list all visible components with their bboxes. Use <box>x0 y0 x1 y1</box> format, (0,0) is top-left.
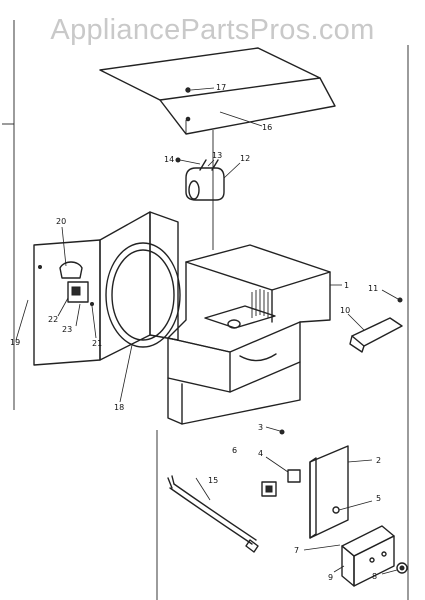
callout-19: 19 <box>10 338 20 347</box>
screw-16a <box>185 116 191 122</box>
blower-ring-18 <box>105 242 181 348</box>
callout-20: 20 <box>56 217 66 226</box>
callout-12: 12 <box>240 154 250 163</box>
callout-18: 18 <box>114 403 124 412</box>
screw-21 <box>90 302 94 306</box>
leader-20 <box>61 226 67 267</box>
leader-13 <box>207 159 215 167</box>
main-housing <box>167 244 331 425</box>
leader-23 <box>75 303 81 327</box>
callout-2: 2 <box>376 456 381 465</box>
callout-11: 11 <box>368 284 378 293</box>
leader-18 <box>119 344 133 403</box>
callout-15: 15 <box>208 476 218 485</box>
callout-5: 5 <box>376 494 381 503</box>
switch-4 <box>265 456 301 483</box>
callout-4: 4 <box>258 449 263 458</box>
bracket-10 <box>349 317 403 353</box>
callout-17: 17 <box>216 83 226 92</box>
callout-6: 6 <box>232 446 237 455</box>
blower-vents <box>251 289 269 318</box>
callout-14: 14 <box>164 155 174 164</box>
callout-13: 13 <box>212 151 222 160</box>
screw-3 <box>265 426 285 435</box>
screw-19 <box>38 265 42 269</box>
callout-23: 23 <box>62 325 72 334</box>
callout-21: 21 <box>92 339 102 348</box>
clip-20 <box>59 261 83 279</box>
callout-8: 8 <box>372 572 377 581</box>
screw-11 <box>381 289 403 303</box>
callout-10: 10 <box>340 306 350 315</box>
leader-16 <box>219 111 263 127</box>
callout-16: 16 <box>262 123 272 132</box>
leader-19 <box>15 299 29 341</box>
callout-22: 22 <box>48 315 58 324</box>
control-bracket-2 <box>309 445 349 539</box>
fastener-5 <box>332 500 373 514</box>
callout-3: 3 <box>258 423 263 432</box>
callout-7: 7 <box>294 546 299 555</box>
callout-9: 9 <box>328 573 333 582</box>
leader-22 <box>57 297 69 317</box>
switch-6 <box>261 481 277 497</box>
control-box <box>341 525 395 587</box>
leader-21 <box>91 305 97 339</box>
top-cover-panel <box>99 47 336 135</box>
wire-harness-15 <box>167 475 259 553</box>
leader-10 <box>347 313 365 331</box>
callout-1: 1 <box>344 281 349 290</box>
screw-14 <box>175 157 201 165</box>
leader-12 <box>223 162 241 179</box>
screw-17 <box>185 87 215 93</box>
leader-9 <box>333 565 345 573</box>
switch-22 <box>67 281 89 303</box>
leader-2 <box>347 459 373 463</box>
watermark-text: AppliancePartsPros.com <box>50 14 375 46</box>
leader-7 <box>303 544 341 551</box>
capacitor-12 <box>185 159 225 201</box>
knob-8 <box>381 562 408 575</box>
